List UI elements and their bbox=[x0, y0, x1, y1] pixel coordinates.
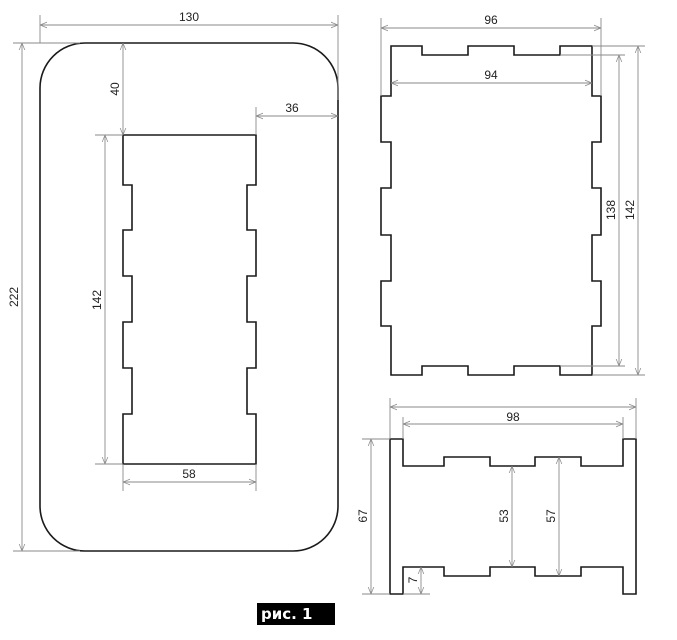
frame-part: 130 222 40 36 142 58 bbox=[7, 10, 339, 552]
frame-window bbox=[122, 134, 257, 465]
dim-label-94: 94 bbox=[484, 68, 498, 82]
dim-label-98: 98 bbox=[506, 410, 520, 424]
dim-label-7: 7 bbox=[406, 576, 420, 583]
dim-label-67: 67 bbox=[356, 509, 370, 523]
bottom-plate: 98 67 53 57 7 bbox=[356, 398, 637, 595]
dim-label-138: 138 bbox=[604, 200, 618, 220]
side-plate: 96 94 138 142 bbox=[380, 13, 645, 376]
dim-label-57: 57 bbox=[544, 509, 558, 523]
frame-outline bbox=[39, 42, 339, 552]
dim-label-36: 36 bbox=[285, 101, 299, 115]
bottom-plate-outline bbox=[389, 438, 637, 595]
dim-label-142-plate: 142 bbox=[623, 200, 637, 220]
dim-label-130: 130 bbox=[179, 10, 199, 24]
dim-label-58: 58 bbox=[182, 467, 196, 481]
figure-caption: рис. 1 bbox=[257, 603, 335, 625]
dim-label-40: 40 bbox=[108, 82, 122, 96]
dim-label-96: 96 bbox=[484, 13, 498, 27]
dim-label-222: 222 bbox=[7, 287, 21, 307]
dim-label-53: 53 bbox=[497, 509, 511, 523]
side-plate-outline bbox=[380, 45, 602, 376]
dim-label-142-window: 142 bbox=[90, 290, 104, 310]
